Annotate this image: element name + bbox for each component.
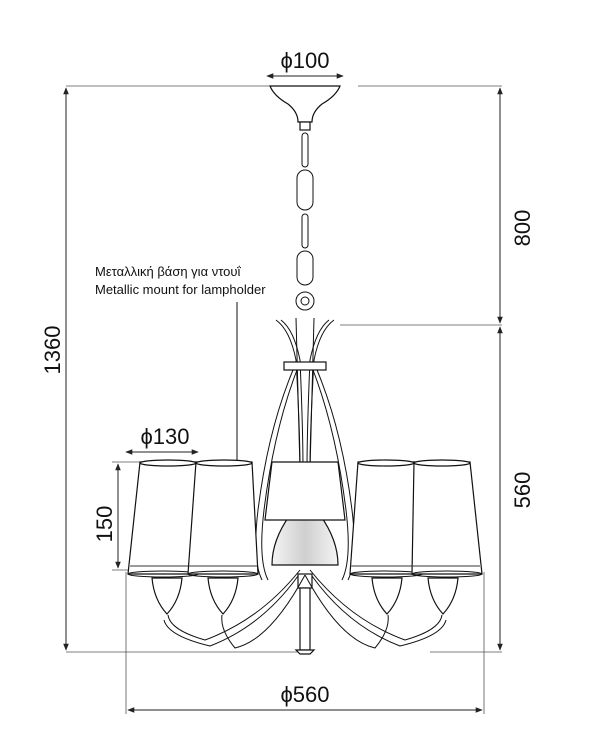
body-height-label: 560 <box>510 472 535 509</box>
lampholders <box>151 577 459 615</box>
annotation-english: Metallic mount for lampholder <box>95 282 266 297</box>
shade-back <box>264 461 346 521</box>
overall-diameter-label: ϕ560 <box>280 682 329 707</box>
canopy-diameter-label: ϕ100 <box>280 48 329 73</box>
lamp-shades <box>127 459 483 578</box>
shade-3 <box>349 459 423 578</box>
shade-2 <box>187 459 259 578</box>
chain-length-dimension: 800 <box>340 85 535 326</box>
shade-1 <box>127 459 199 578</box>
lower-arms <box>163 569 447 649</box>
chain-length-label: 800 <box>510 210 535 247</box>
chandelier-illustration <box>127 85 483 655</box>
ceiling-canopy <box>269 85 341 123</box>
lampholder-annotation: Μεταλλική βάση για ντουΐ Metallic mount … <box>95 264 266 546</box>
chain <box>295 132 315 311</box>
body-height-dimension: 560 <box>430 326 535 653</box>
annotation-greek: Μεταλλική βάση για ντουΐ <box>95 264 241 279</box>
shade-diameter-label: ϕ130 <box>140 424 189 449</box>
shade-diameter-dimension: ϕ130 <box>125 424 199 455</box>
overall-diameter-dimension: ϕ560 <box>125 572 485 714</box>
shade-4 <box>411 459 483 578</box>
shade-height-dimension: 150 <box>92 461 140 571</box>
total-height-dimension: 1360 <box>40 85 310 653</box>
canopy-diameter-dimension: ϕ100 <box>266 48 344 79</box>
shade-height-label: 150 <box>92 506 117 543</box>
total-height-label: 1360 <box>40 326 65 375</box>
